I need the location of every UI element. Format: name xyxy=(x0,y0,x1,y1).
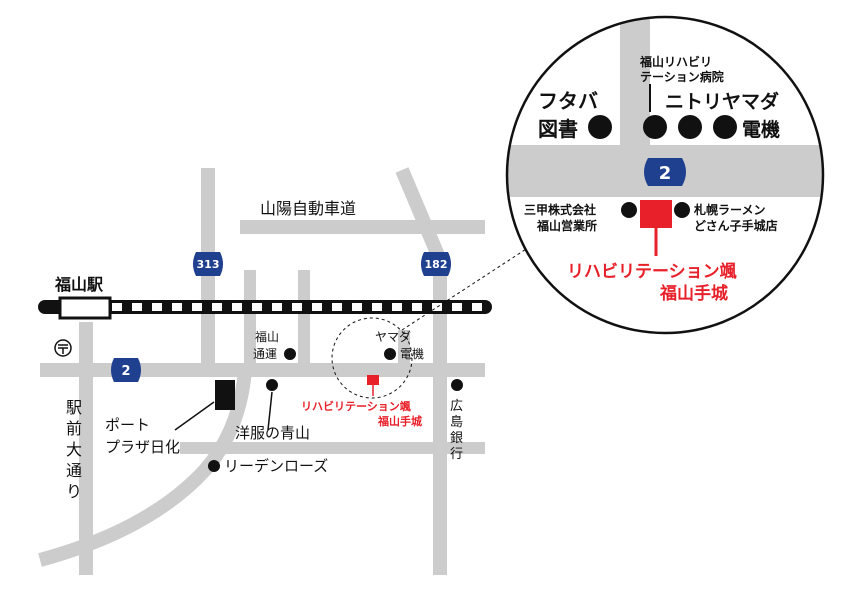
post-office-icon xyxy=(54,339,72,357)
svg-text:福山: 福山 xyxy=(255,329,279,344)
sanko-label: 三甲株式会社 福山営業所 xyxy=(524,202,597,233)
zoom-connector xyxy=(401,239,541,331)
yamada-inset-marker xyxy=(713,115,737,139)
nitori-yamada-label: ニトリヤマダ 電機 xyxy=(665,90,780,141)
inset-route-2-shield: 2 xyxy=(644,158,686,186)
curved-road xyxy=(38,369,252,567)
svg-text:行: 行 xyxy=(450,447,463,462)
svg-text:通: 通 xyxy=(66,461,82,480)
roads xyxy=(38,167,485,575)
svg-text:182: 182 xyxy=(425,258,448,271)
svg-text:2: 2 xyxy=(121,364,130,379)
svg-text:リハビリテーション颯: リハビリテーション颯 xyxy=(301,399,411,413)
svg-text:プラザ日化: プラザ日化 xyxy=(105,438,180,456)
lidenrose-label: リーデンローズ xyxy=(224,457,328,475)
svg-text:テーション病院: テーション病院 xyxy=(640,69,724,84)
clinic-label: リハビリテーション颯 福山手城 xyxy=(301,399,422,428)
svg-text:銀: 銀 xyxy=(450,431,463,446)
svg-text:島: 島 xyxy=(450,415,463,430)
inset-clinic-label: リハビリテーション颯 福山手城 xyxy=(567,262,737,304)
svg-text:ニトリヤマダ: ニトリヤマダ xyxy=(665,90,779,113)
route-313-shield: 313 xyxy=(193,252,223,276)
hiroshima-bank-label: 広 島 銀 行 xyxy=(450,399,463,462)
nitori-marker xyxy=(678,115,702,139)
svg-text:福山リハビリ: 福山リハビリ xyxy=(639,54,712,69)
svg-text:フタバ: フタバ xyxy=(538,89,598,113)
ramen-label: 札幌ラーメン どさん子手城店 xyxy=(693,202,778,233)
svg-text:リハビリテーション颯: リハビリテーション颯 xyxy=(567,262,737,282)
inset-clinic-marker xyxy=(640,200,672,228)
svg-text:前: 前 xyxy=(66,419,82,438)
aoyama-leader xyxy=(267,391,273,431)
svg-text:ポート: ポート xyxy=(105,416,150,434)
lidenrose-marker xyxy=(208,460,220,472)
hiroshima-bank-marker xyxy=(451,379,463,391)
station-building xyxy=(58,296,112,320)
svg-text:大: 大 xyxy=(66,440,82,459)
clinic-marker xyxy=(367,375,379,385)
svg-text:札幌ラーメン: 札幌ラーメン xyxy=(693,202,766,217)
zoom-area-circle xyxy=(331,317,413,399)
svg-text:広: 広 xyxy=(450,399,463,414)
svg-text:313: 313 xyxy=(197,258,220,271)
port-plaza-building xyxy=(215,380,235,410)
route-182-shield: 182 xyxy=(421,252,451,276)
hospital-label: 福山リハビリ テーション病院 xyxy=(639,54,724,84)
svg-text:福山手城: 福山手城 xyxy=(659,283,728,304)
svg-text:2: 2 xyxy=(659,163,672,184)
svg-text:三甲株式会社: 三甲株式会社 xyxy=(524,202,596,217)
fukuyama-tsuun-label: 福山 通運 xyxy=(253,329,279,361)
svg-text:電機: 電機 xyxy=(742,118,780,141)
yofuku-aoyama-marker xyxy=(266,379,278,391)
ramen-marker xyxy=(674,202,690,218)
svg-text:り: り xyxy=(66,482,82,501)
svg-text:駅: 駅 xyxy=(66,398,82,417)
svg-text:図書: 図書 xyxy=(538,117,578,141)
svg-text:福山営業所: 福山営業所 xyxy=(536,218,597,233)
sanko-marker xyxy=(621,202,637,218)
ekimae-dori-label: 駅 前 大 通 り xyxy=(66,398,82,501)
port-plaza-leader xyxy=(174,401,215,431)
route-2-shield: 2 xyxy=(111,358,141,382)
svg-text:福山手城: 福山手城 xyxy=(377,414,422,428)
svg-text:電機: 電機 xyxy=(400,346,424,361)
yamada-label: ヤマダ 電機 xyxy=(375,329,424,361)
station-label: 福山駅 xyxy=(54,275,104,294)
expressway-label: 山陽自動車道 xyxy=(260,199,356,218)
svg-text:通運: 通運 xyxy=(253,347,277,361)
futaba-label: フタバ 図書 xyxy=(538,89,598,141)
hospital-marker xyxy=(643,115,667,139)
railway xyxy=(38,296,492,320)
futaba-marker xyxy=(588,115,612,139)
yofuku-aoyama-label: 洋服の青山 xyxy=(235,424,310,442)
inset-map: 2 フタバ 図書 福山リハビリ テーション病院 ニトリヤマダ 電機 三甲株式会社… xyxy=(505,15,825,335)
fukuyama-tsuun-marker xyxy=(284,348,296,360)
port-plaza-label: ポート プラザ日化 xyxy=(105,416,180,456)
yamada-marker xyxy=(384,348,396,360)
inset-border xyxy=(505,15,825,335)
svg-text:ヤマダ: ヤマダ xyxy=(375,329,411,344)
svg-text:どさん子手城店: どさん子手城店 xyxy=(694,218,778,233)
